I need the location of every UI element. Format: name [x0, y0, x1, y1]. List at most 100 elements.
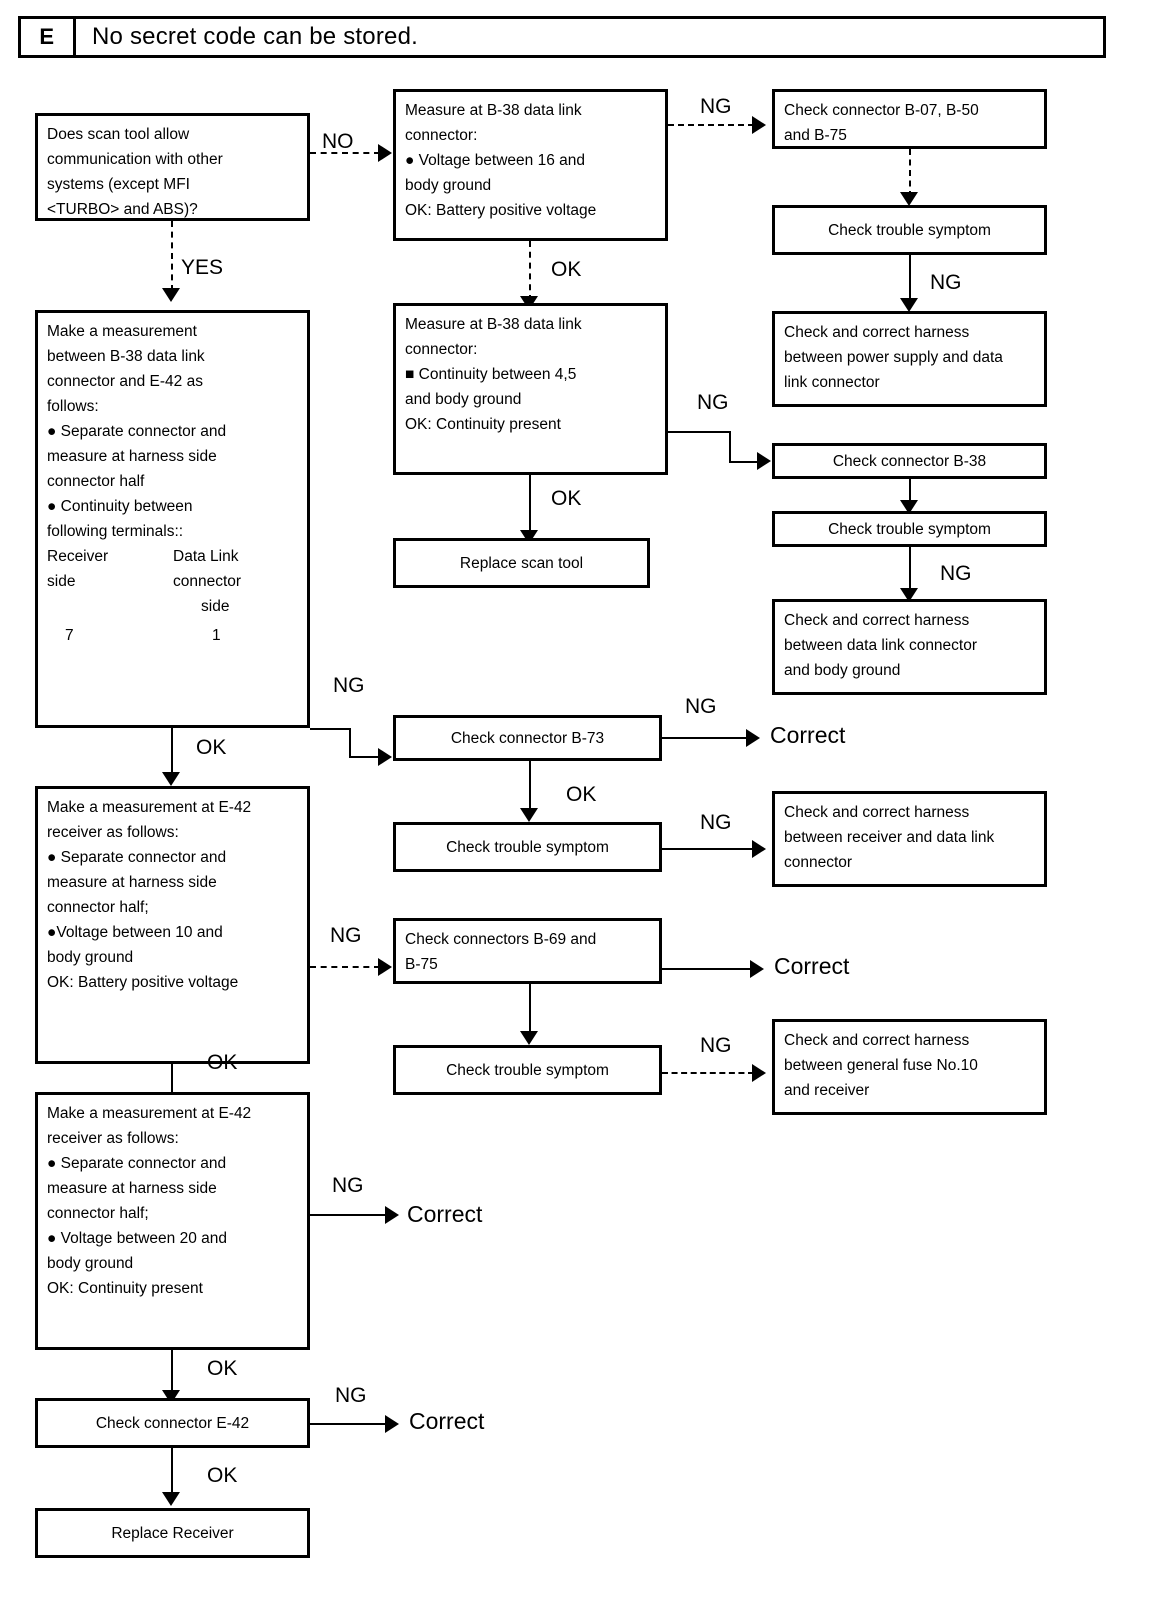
box-replace-scan-tool: Replace scan tool — [393, 538, 650, 588]
box-check-connector-b73: Check connector B-73 — [393, 715, 662, 761]
connector-ok-line — [529, 241, 531, 301]
terminal-header-receiver-2: side — [47, 573, 76, 590]
box-line: and body ground — [784, 662, 901, 679]
label-ok: OK — [207, 1051, 238, 1074]
terminal-header-receiver-3 — [47, 594, 145, 619]
box-line: Does scan tool allow — [47, 126, 190, 143]
connector-line — [909, 255, 911, 303]
box-measure-b38-continuity: Measure at B-38 data link connector: ■ C… — [393, 303, 668, 475]
box-line: between data link connector — [784, 637, 978, 654]
box-line: ● Separate connector and — [47, 423, 227, 440]
box-line: ● Voltage between 16 and — [405, 152, 586, 169]
label-ng: NG — [335, 1384, 367, 1407]
box-line: body ground — [47, 1255, 134, 1272]
connector-ng-line — [310, 1214, 390, 1216]
arrow-down-icon — [162, 772, 180, 786]
box-line: between power supply and data — [784, 349, 1003, 366]
box-line: Check and correct harness — [784, 324, 970, 341]
box-line: Check and correct harness — [784, 612, 970, 629]
arrow-right-icon — [752, 116, 766, 134]
connector-ng-line — [310, 728, 351, 730]
connector-ok-line — [171, 1064, 173, 1116]
box-check-trouble-symptom-4: Check trouble symptom — [393, 1045, 662, 1095]
arrow-down-icon — [900, 500, 918, 514]
box-line: OK: Continuity present — [405, 416, 561, 433]
box-replace-receiver: Replace Receiver — [35, 1508, 310, 1558]
label-ng: NG — [940, 562, 972, 585]
label-ng: NG — [700, 1034, 732, 1057]
box-line: and body ground — [405, 391, 522, 408]
arrow-down-icon — [162, 1492, 180, 1506]
box-line: Make a measurement at E-42 — [47, 799, 252, 816]
connector-line — [529, 984, 531, 1036]
terminal-correct: Correct — [407, 1201, 483, 1227]
box-line: B-75 — [405, 956, 438, 973]
box-line: Check and correct harness — [784, 1032, 970, 1049]
connector-ng-line — [668, 124, 754, 126]
box-line: Make a measurement — [47, 323, 197, 340]
arrow-right-icon — [378, 144, 392, 162]
box-line: connector and E-42 as — [47, 373, 203, 390]
box-check-trouble-symptom-1: Check trouble symptom — [772, 205, 1047, 255]
box-line: receiver as follows: — [47, 1130, 179, 1147]
label-ng: NG — [700, 811, 732, 834]
connector-ng-line — [668, 431, 730, 433]
box-line: and B-75 — [784, 127, 847, 144]
connector-ok-line — [171, 1350, 173, 1394]
terminal-correct: Correct — [409, 1408, 485, 1434]
box-harness-receiver-data-link: Check and correct harness between receiv… — [772, 791, 1047, 887]
label-ng: NG — [697, 391, 729, 414]
arrow-right-icon — [750, 960, 764, 978]
label-ok: OK — [551, 258, 582, 281]
box-harness-general-fuse: Check and correct harness between genera… — [772, 1019, 1047, 1115]
label-yes: YES — [181, 256, 224, 279]
label-ng: NG — [685, 695, 717, 718]
box-line: measure at harness side — [47, 874, 217, 891]
connector-ng-line — [310, 966, 380, 968]
connector-ng-line — [310, 1423, 390, 1425]
box-line: between receiver and data link — [784, 829, 995, 846]
connector-ok-line — [171, 728, 173, 778]
box-line: following terminals:: — [47, 523, 184, 540]
box-line: connector half; — [47, 1205, 149, 1222]
arrow-right-icon — [378, 958, 392, 976]
box-line: measure at harness side — [47, 1180, 217, 1197]
label-ok: OK — [551, 487, 582, 510]
box-line: ● Voltage between 20 and — [47, 1230, 228, 1247]
label-ng: NG — [333, 674, 365, 697]
label-ng: NG — [700, 95, 732, 118]
connector-no-line — [310, 152, 380, 154]
box-line: and receiver — [784, 1082, 870, 1099]
box-check-connector-b07: Check connector B-07, B-50 and B-75 — [772, 89, 1047, 149]
connector-ng-line — [662, 1072, 754, 1074]
connector-ng-line — [662, 737, 748, 739]
connector-yes-line — [171, 221, 173, 291]
box-line: between general fuse No.10 — [784, 1057, 978, 1074]
label-ok: OK — [196, 736, 227, 759]
label-ok: OK — [207, 1464, 238, 1487]
arrow-down-icon — [900, 588, 918, 602]
box-line: communication with other — [47, 151, 223, 168]
arrow-right-icon — [752, 1064, 766, 1082]
connector-ok-line — [171, 1448, 173, 1496]
arrow-right-icon — [746, 729, 760, 747]
terminal-value-datalink: 1 — [212, 627, 221, 644]
box-line: Measure at B-38 data link — [405, 102, 582, 119]
box-line: link connector — [784, 374, 880, 391]
arrow-down-icon — [520, 808, 538, 822]
arrow-right-icon — [378, 748, 392, 766]
arrow-down-icon — [900, 192, 918, 206]
label-ok: OK — [566, 783, 597, 806]
terminal-table-header-row-2: side connector — [47, 569, 299, 594]
arrow-down-icon — [900, 298, 918, 312]
label-no: NO — [322, 130, 354, 153]
connector-ng-line — [349, 728, 351, 756]
connector-ng-line — [662, 848, 754, 850]
box-line: Measure at B-38 data link — [405, 316, 582, 333]
box-line: body ground — [47, 949, 134, 966]
terminal-value-receiver: 7 — [65, 627, 74, 644]
box-measure-b38-voltage: Measure at B-38 data link connector: ● V… — [393, 89, 668, 241]
box-line: body ground — [405, 177, 492, 194]
arrow-down-icon — [162, 288, 180, 302]
